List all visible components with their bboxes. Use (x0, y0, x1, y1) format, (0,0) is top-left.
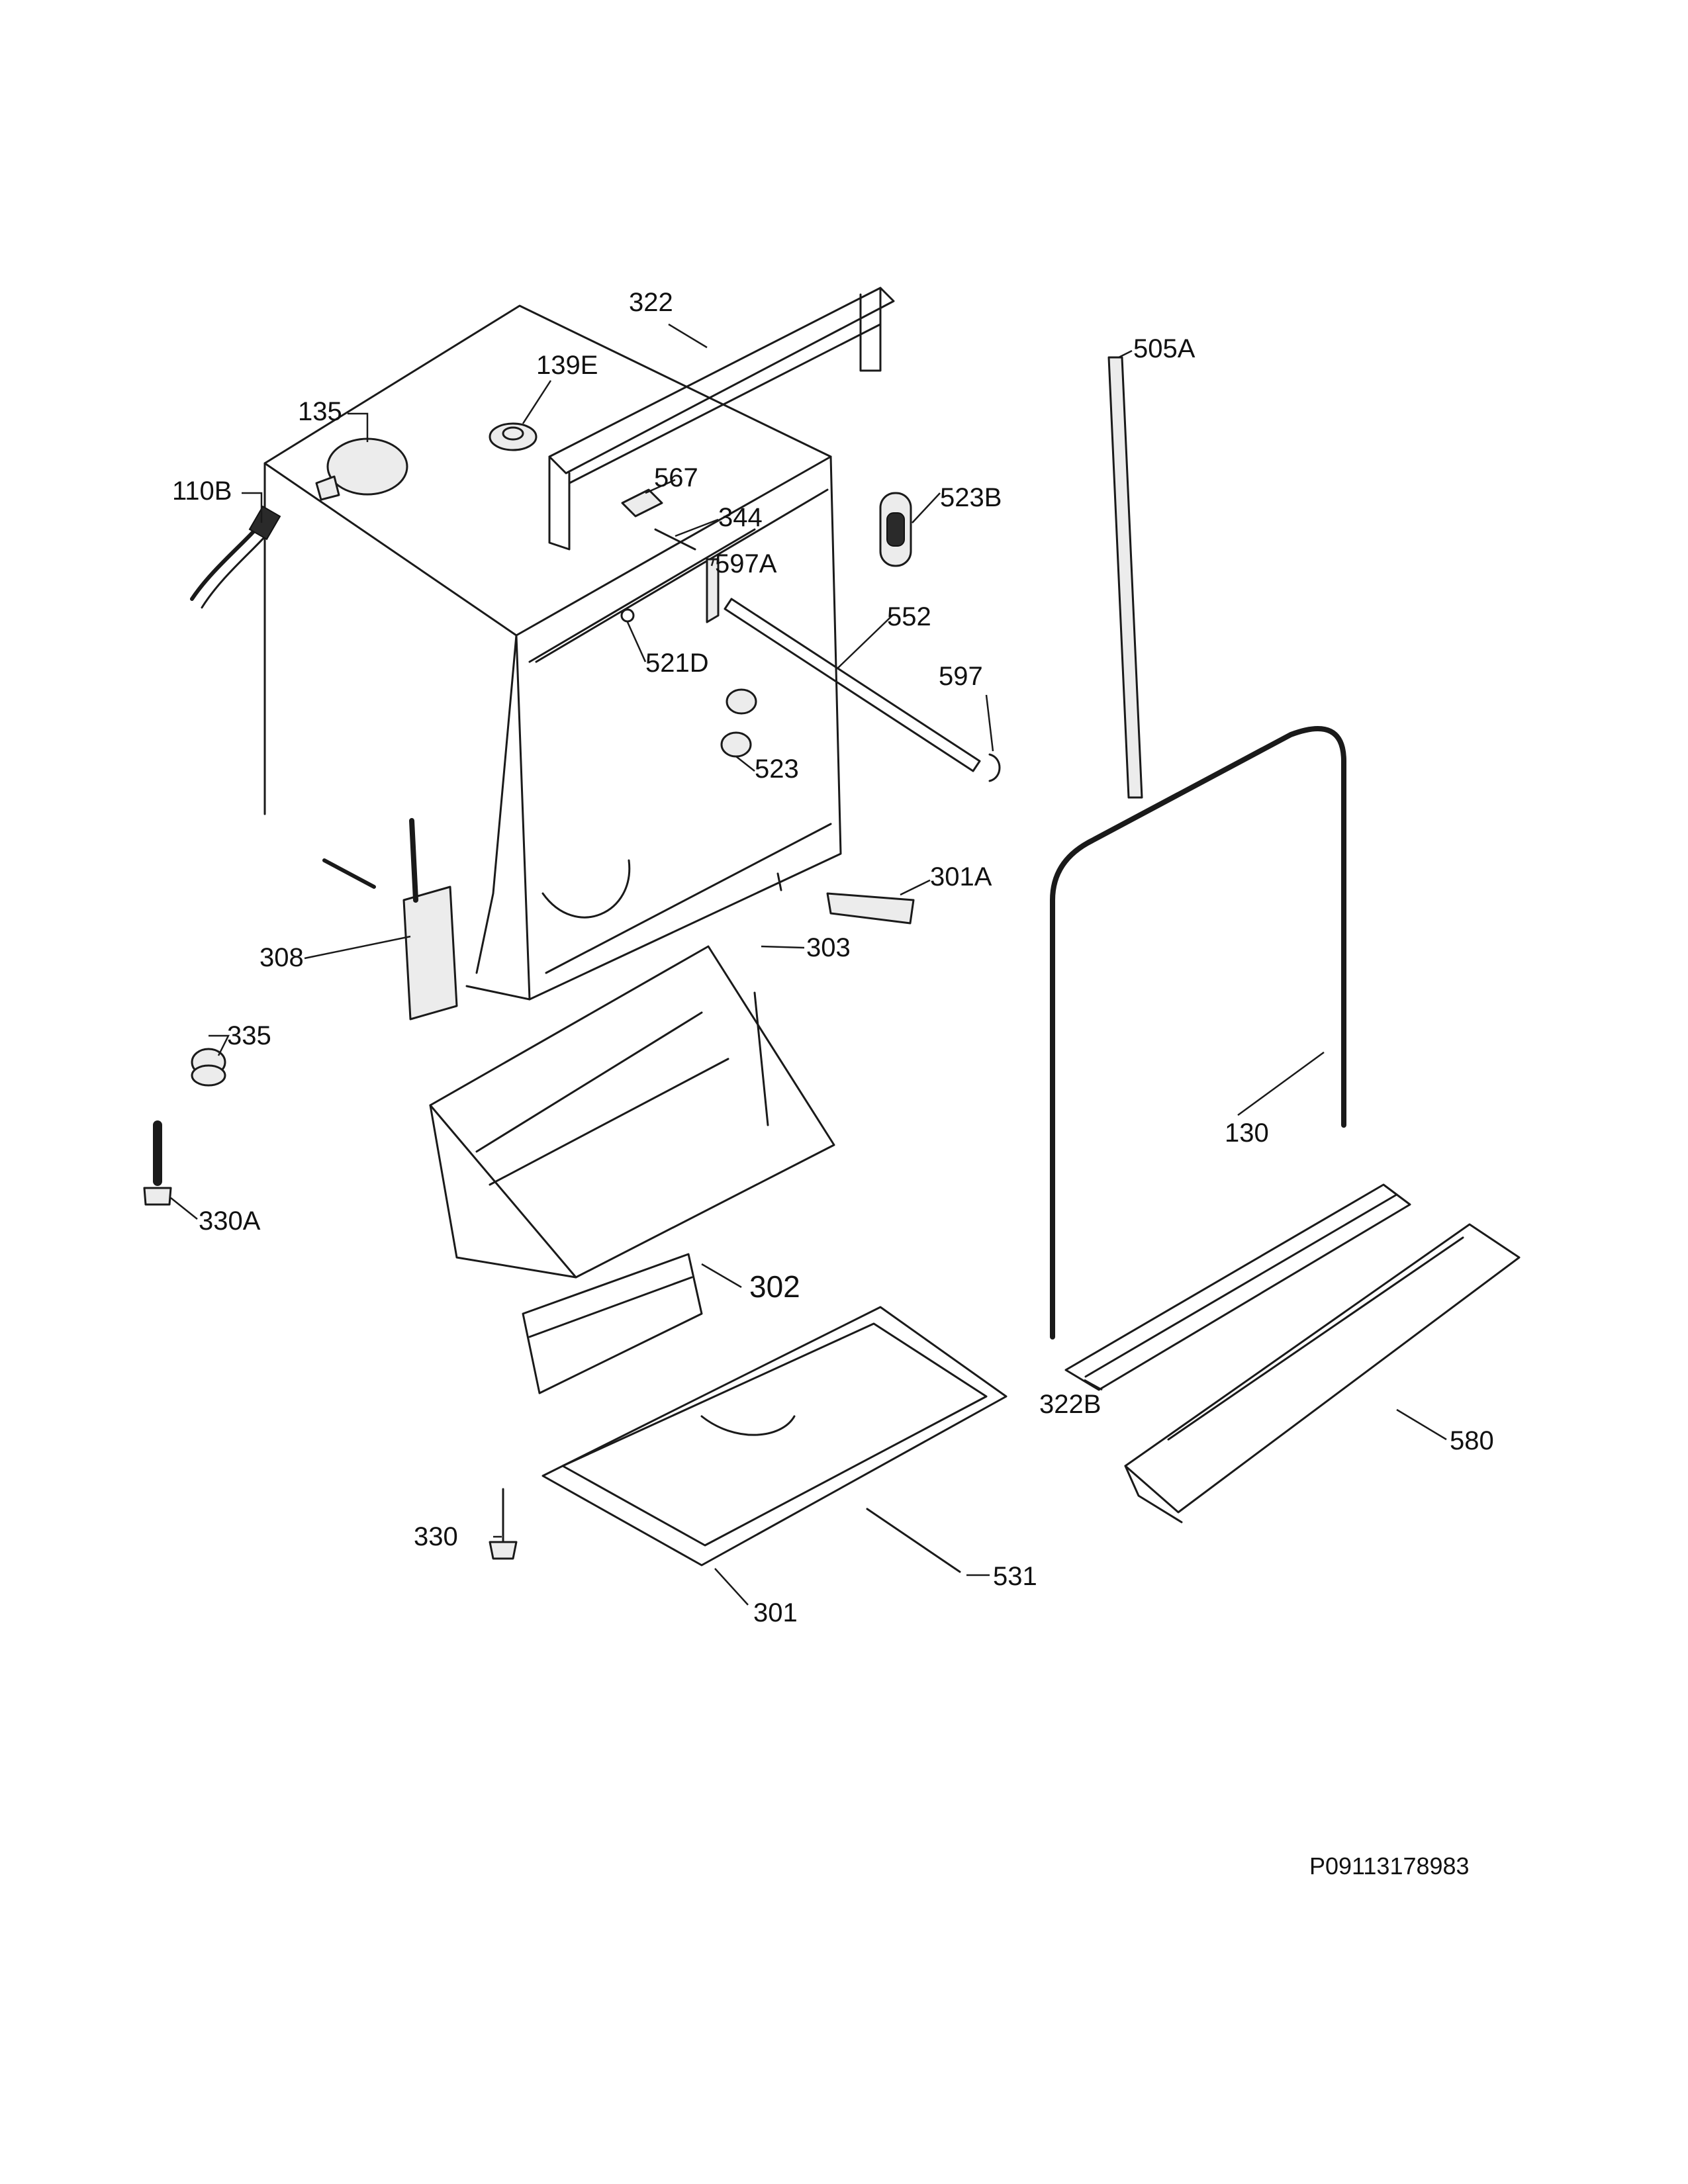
label-567: 567 (654, 463, 698, 492)
part-552 (724, 598, 981, 772)
part-130 (1050, 726, 1346, 1340)
label-523: 523 (755, 754, 799, 784)
label-531: 531 (993, 1562, 1037, 1591)
label-301: 301 (753, 1598, 798, 1627)
part-308-hinge (322, 818, 458, 1021)
leader-lines (170, 323, 1447, 1606)
label-505A: 505A (1133, 334, 1196, 363)
part-139E (489, 422, 538, 451)
part-523B (879, 492, 912, 567)
part-505A (1107, 356, 1143, 799)
part-521D (620, 608, 635, 623)
part-335-nut (191, 1048, 226, 1087)
part-344 (654, 528, 696, 551)
label-303: 303 (806, 933, 851, 962)
label-597A: 597A (715, 549, 777, 578)
label-523B: 523B (940, 483, 1002, 512)
label-344: 344 (718, 503, 763, 532)
label-330A: 330A (199, 1206, 261, 1236)
label-322: 322 (629, 288, 673, 317)
label-330: 330 (414, 1522, 458, 1551)
part-301-tray (541, 1306, 1008, 1567)
part-567 (621, 488, 663, 518)
part-322-top-rail (548, 287, 895, 551)
label-130: 130 (1225, 1118, 1269, 1148)
part-303-base (429, 945, 835, 1279)
part-330-screw (489, 1488, 518, 1560)
part-597 (988, 753, 1001, 782)
part-302 (522, 1253, 703, 1394)
label-322B: 322B (1039, 1390, 1101, 1419)
label-521D: 521D (645, 649, 709, 678)
label-335: 335 (227, 1021, 271, 1050)
label-308: 308 (259, 943, 304, 972)
label-552: 552 (887, 602, 931, 631)
part-330A-bolt (143, 1120, 172, 1206)
part-597A (706, 558, 720, 623)
part-301A (826, 892, 915, 925)
label-135: 135 (298, 397, 342, 426)
part-580 (1124, 1223, 1521, 1524)
part-322B-rail (1064, 1183, 1411, 1391)
label-301A: 301A (930, 862, 992, 891)
label-597: 597 (939, 662, 983, 691)
diagram-reference-code: P09113178983 (1309, 1852, 1470, 1880)
label-110B: 110B (172, 477, 232, 506)
part-135 (315, 437, 408, 501)
part-523 (720, 688, 757, 758)
label-139E: 139E (536, 351, 598, 380)
part-531 (866, 1508, 961, 1573)
tub-cabinet (263, 304, 842, 1001)
label-302: 302 (749, 1269, 800, 1304)
part-110B-hose (190, 505, 281, 609)
part-labels: 322 505A 139E 135 110B 567 523B 344 597A… (172, 288, 1494, 1627)
label-580: 580 (1450, 1426, 1494, 1455)
